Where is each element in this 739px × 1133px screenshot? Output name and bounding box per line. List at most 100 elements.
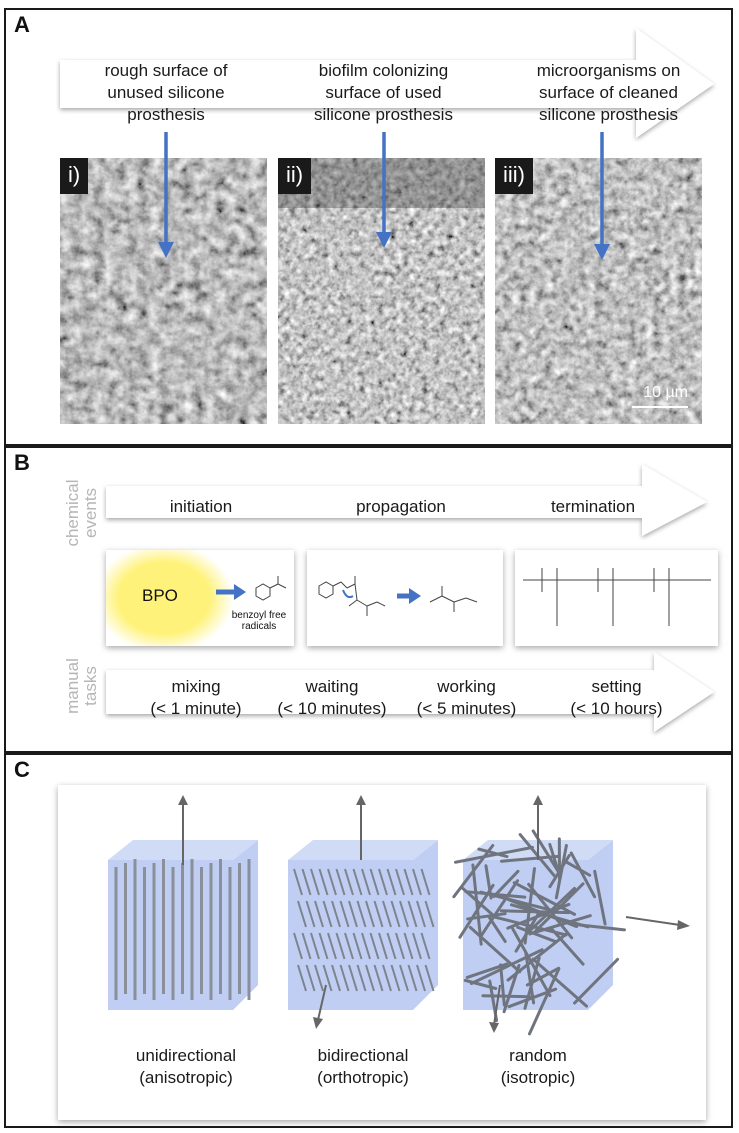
fiber-bidirectional: [378, 932, 388, 960]
pointer-arrowhead-1: [158, 242, 174, 258]
task-working-time: (< 5 minutes): [416, 699, 517, 718]
sem-image-unused: i): [60, 158, 267, 424]
fiber-bidirectional: [420, 932, 431, 960]
sem-texture-cleaned: [495, 158, 702, 424]
task-mixing: mixing (< 1 minute): [126, 676, 266, 720]
fiber-bidirectional: [382, 964, 392, 992]
fiber-random: [575, 923, 626, 932]
fiber-bidirectional: [322, 900, 333, 928]
fiber-bidirectional: [318, 932, 329, 960]
panel-a-label: A: [14, 12, 30, 37]
task-waiting-time: (< 10 minutes): [277, 699, 387, 718]
bpo-label: BPO: [142, 586, 178, 605]
panel-a: A rough surface of unused silicone prost…: [4, 8, 733, 446]
fiber-bidirectional: [293, 932, 303, 960]
type-random-sub: (isotropic): [500, 1068, 576, 1087]
pointer-arrowhead-2: [376, 232, 392, 248]
fiber-bidirectional: [293, 868, 303, 896]
event-termination: termination: [550, 497, 636, 516]
fiber-cubes: [108, 795, 690, 1036]
sem-texture-rough: [60, 158, 267, 424]
image-tag-i: i): [60, 158, 89, 194]
task-setting-name: setting: [591, 677, 642, 696]
fiber-bidirectional: [365, 900, 375, 928]
fiber-bidirectional: [424, 900, 435, 928]
fiber-bidirectional: [403, 868, 414, 896]
fiber-bidirectional: [322, 964, 333, 992]
fiber-random: [593, 869, 607, 926]
fiber-bidirectional: [327, 868, 337, 896]
chemical-events-arrow: [106, 464, 707, 536]
fiber-random: [527, 967, 561, 1036]
fiber-orientation-card: unidirectional (anisotropic) bidirection…: [58, 785, 706, 1120]
fiber-random: [477, 847, 509, 859]
fiber-bidirectional: [361, 932, 371, 960]
fiber-random: [453, 845, 534, 864]
type-unidirectional-name: unidirectional: [135, 1046, 237, 1065]
fiber-random: [471, 863, 483, 946]
propagation-structures: [318, 576, 478, 616]
fiber-random: [528, 914, 592, 936]
fiber-bidirectional: [412, 932, 422, 960]
type-bidirectional-sub: (orthotropic): [317, 1068, 409, 1087]
polymer-chain: [523, 568, 711, 626]
pointer-arrows: [158, 132, 610, 260]
fiber-bidirectional: [318, 868, 329, 896]
image-tag-iii: iii): [495, 158, 533, 194]
fiber-random: [465, 962, 509, 979]
fiber-bidirectional: [399, 964, 409, 992]
fiber-bidirectional: [390, 900, 401, 928]
fiber-bidirectional: [378, 868, 388, 896]
initiation-arrow: [216, 584, 246, 600]
fiber-bidirectional: [352, 932, 363, 960]
fiber-random: [469, 948, 544, 985]
fiber-bidirectional: [305, 964, 316, 992]
cube-random: [452, 795, 690, 1036]
fiber-random: [554, 843, 568, 900]
sem-image-biofilm: ii): [278, 158, 485, 424]
task-setting: setting (< 10 hours): [549, 676, 684, 720]
fiber-bidirectional: [395, 868, 405, 896]
fiber-bidirectional: [416, 900, 426, 928]
fiber-bidirectional: [314, 964, 324, 992]
fiber-bidirectional: [297, 900, 307, 928]
fiber-bidirectional: [403, 932, 414, 960]
sem-texture-biofilm: [278, 158, 485, 424]
fiber-random: [502, 963, 521, 1014]
fiber-bidirectional: [335, 932, 346, 960]
image-tag-ii: ii): [278, 158, 312, 194]
fiber-bidirectional: [373, 964, 384, 992]
fiber-bidirectional: [424, 964, 435, 992]
cube-unidirectional: [108, 795, 258, 1010]
fiber-bidirectional: [301, 868, 312, 896]
fiber-random: [492, 869, 520, 899]
scale-bar-label: 10 µm: [643, 384, 688, 401]
fiber-random: [525, 966, 561, 987]
task-waiting: waiting (< 10 minutes): [257, 676, 407, 720]
card-initiation: BPO benzoyl free radicals: [106, 550, 294, 646]
panel-c-label: C: [14, 757, 30, 782]
radicals-label: benzoyl free radicals: [231, 610, 287, 632]
fiber-bidirectional: [407, 900, 418, 928]
fiber-random: [563, 859, 592, 877]
stage-2-text: biofilm colonizing surface of used silic…: [314, 61, 453, 124]
fiber-bidirectional: [352, 868, 363, 896]
fiber-bidirectional: [348, 900, 358, 928]
fiber-bidirectional: [331, 964, 341, 992]
scale-bar: [632, 406, 688, 408]
panel-b-label: B: [14, 450, 30, 475]
fiber-bidirectional: [344, 868, 354, 896]
task-mixing-name: mixing: [171, 677, 221, 696]
fiber-bidirectional: [310, 932, 320, 960]
manual-tasks-label: manual tasks: [63, 658, 100, 714]
sem-image-cleaned: iii) 10 µm: [495, 158, 702, 424]
fiber-bidirectional: [412, 868, 422, 896]
fiber-bidirectional: [395, 932, 405, 960]
fiber-bidirectional: [305, 900, 316, 928]
chemical-events-label: chemical events: [63, 479, 100, 547]
task-setting-time: (< 10 hours): [570, 699, 663, 718]
fiber-bidirectional: [348, 964, 358, 992]
fiber-random: [512, 881, 577, 916]
fiber-bidirectional: [416, 964, 426, 992]
fiber-random: [524, 951, 536, 1005]
